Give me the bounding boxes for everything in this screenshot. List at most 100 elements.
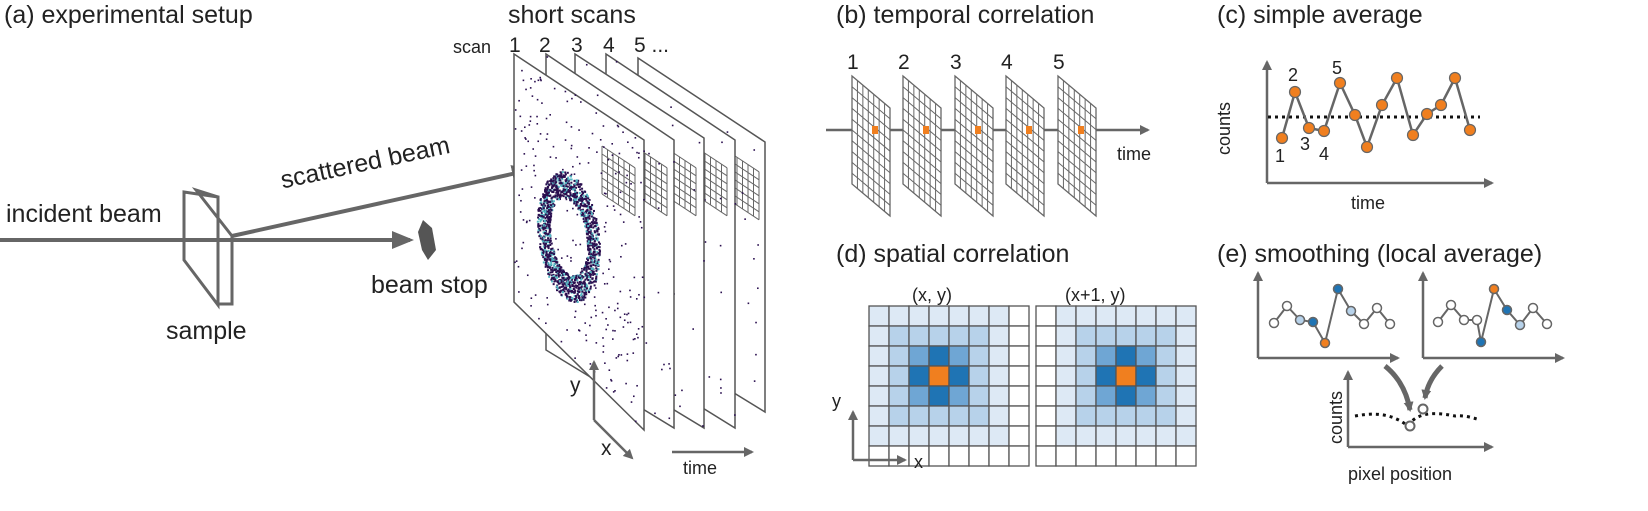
ring-speckle — [579, 197, 582, 200]
ring-speckle — [573, 291, 576, 294]
ring-speckle — [587, 227, 590, 230]
speckle-dot — [549, 250, 552, 252]
ring-speckle — [587, 214, 590, 217]
speckle-dot — [620, 244, 623, 247]
ring-speckle — [590, 258, 593, 261]
speckle-dot — [603, 226, 606, 228]
ring-speckle — [555, 257, 558, 260]
ring-speckle — [587, 201, 590, 204]
ring-speckle — [549, 229, 552, 232]
ring-speckle — [557, 270, 560, 273]
ring-speckle — [565, 189, 568, 192]
speckle-dot — [528, 219, 531, 222]
detector-pixel-grid — [601, 145, 636, 217]
ring-speckle — [576, 298, 579, 301]
speckle-dot — [605, 328, 608, 331]
ring-speckle — [559, 195, 562, 198]
speckle-dot — [637, 336, 639, 339]
spatial-cell — [1008, 345, 1030, 367]
ring-speckle — [552, 257, 555, 260]
speckle-dot — [602, 345, 605, 347]
ring-speckle — [545, 260, 548, 263]
ring-speckle — [563, 175, 566, 178]
ring-speckle — [579, 288, 582, 291]
ring-speckle — [550, 248, 553, 251]
ring-speckle — [545, 201, 548, 204]
ring-speckle — [545, 232, 548, 235]
ring-speckle — [569, 290, 572, 293]
speckle-dot — [609, 260, 612, 263]
ring-speckle — [538, 227, 541, 230]
speckle-dot — [537, 79, 540, 82]
ring-speckle — [570, 278, 573, 281]
ring-speckle — [545, 212, 548, 215]
ring-speckle — [557, 192, 560, 195]
ring-speckle — [557, 267, 560, 270]
ring-speckle — [586, 275, 589, 278]
spatial-cell — [1035, 325, 1057, 347]
ring-speckle — [552, 274, 555, 277]
ring-speckle — [548, 251, 551, 254]
ring-speckle — [546, 194, 549, 197]
ring-speckle — [554, 279, 557, 282]
ring-speckle — [592, 280, 595, 283]
ring-speckle — [596, 250, 599, 253]
ring-speckle — [566, 297, 569, 300]
ring-speckle — [585, 193, 588, 196]
ring-speckle — [590, 237, 593, 240]
speckle-dot — [518, 291, 520, 293]
ring-speckle — [550, 268, 553, 271]
ring-speckle — [589, 261, 592, 264]
spatial-y-label: y — [832, 391, 841, 411]
speckle-dot — [538, 317, 540, 320]
ring-speckle — [569, 178, 572, 181]
ring-speckle — [539, 243, 542, 246]
ring-speckle — [557, 185, 560, 188]
temporal-grid-line — [851, 129, 891, 163]
ring-speckle — [548, 273, 551, 276]
ring-speckle — [577, 204, 580, 207]
ring-speckle — [576, 201, 579, 204]
ring-speckle — [572, 281, 575, 284]
speckle-dot — [570, 147, 573, 150]
ring-speckle — [597, 233, 600, 236]
ring-speckle — [581, 193, 584, 196]
ring-speckle — [568, 195, 571, 198]
speckle-dot — [637, 156, 640, 159]
ring-speckle — [574, 192, 577, 195]
ring-speckle — [544, 213, 547, 216]
spatial-cell — [1155, 305, 1177, 327]
speckle-dot — [757, 244, 759, 246]
ring-speckle — [578, 283, 581, 286]
ring-speckle — [587, 272, 590, 275]
ring-speckle — [559, 175, 562, 178]
ring-speckle — [542, 202, 545, 205]
spatial-cell — [1075, 405, 1097, 427]
temporal-grid-line — [1057, 86, 1097, 120]
temporal-grid-line — [1057, 118, 1097, 152]
ring-speckle — [561, 280, 564, 283]
ring-speckle — [562, 269, 565, 272]
ring-speckle — [594, 264, 597, 267]
ring-speckle — [585, 289, 588, 292]
speckle-dot — [579, 243, 582, 246]
ring-speckle — [572, 195, 575, 198]
ring-speckle — [540, 203, 543, 206]
ring-speckle — [564, 182, 567, 185]
spatial-cell — [888, 345, 910, 367]
spatial-cell — [1075, 425, 1097, 447]
speckle-dot — [623, 313, 626, 315]
speckle-dot — [612, 276, 615, 278]
ring-speckle — [582, 191, 585, 194]
ring-speckle — [548, 275, 551, 278]
ring-speckle — [585, 226, 588, 229]
ring-speckle — [593, 257, 596, 260]
ring-speckle — [555, 276, 558, 279]
speckle-dot — [574, 316, 576, 318]
ring-speckle — [591, 270, 594, 273]
ring-speckle — [556, 284, 559, 287]
speckle-dot — [630, 401, 633, 403]
ring-speckle — [560, 184, 563, 187]
ring-speckle — [546, 180, 549, 183]
ring-speckle — [553, 263, 556, 266]
